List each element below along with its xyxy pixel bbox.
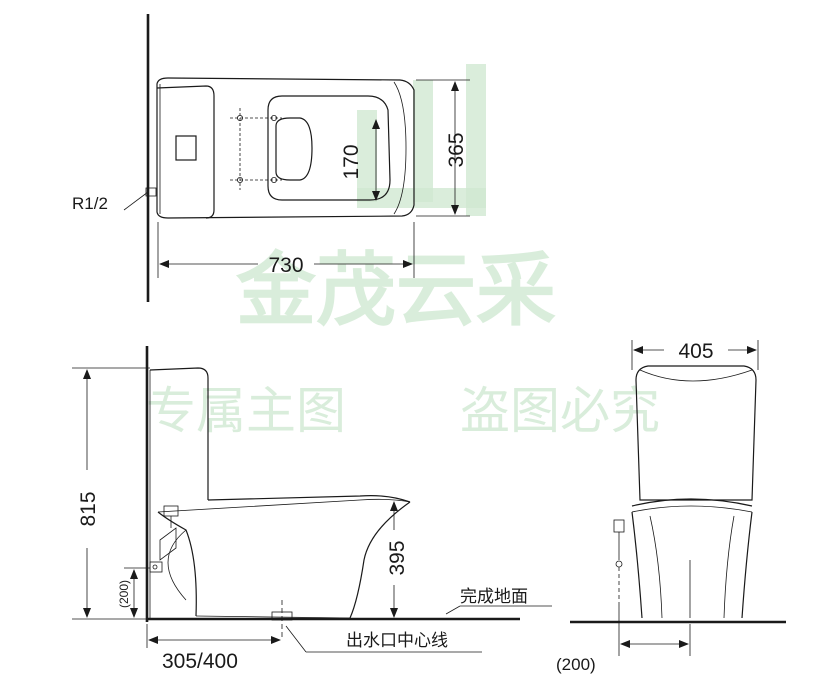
floor-label: 完成地面: [460, 587, 528, 606]
top-bowl-opening: [275, 117, 313, 181]
water-inlet-fitting: [145, 187, 157, 197]
width-dimension-label: 730: [268, 254, 303, 277]
front-view: 405 (200): [556, 340, 786, 674]
depth-dimension-label: 365: [445, 132, 468, 167]
side-body-front: [157, 511, 197, 617]
outlet-distance-label: 305/400: [162, 650, 238, 673]
front-inlet-valve: [613, 519, 625, 533]
front-offset-label: (200): [556, 655, 596, 674]
seat-height-label: 395: [386, 540, 409, 575]
watermark-line1: 专属主图: [146, 382, 346, 440]
inlet-height-label: (200): [117, 580, 131, 608]
pipe-size-label: R1/2: [72, 194, 108, 213]
watermark: 金茂云采 专属主图 盗图必究: [146, 64, 660, 440]
front-body-right: [741, 511, 753, 619]
flush-button-icon: [175, 135, 197, 161]
outlet-label: 出水口中心线: [346, 631, 448, 650]
side-body-back: [349, 501, 411, 619]
front-tank-outline: [635, 365, 757, 501]
height-dimension-label: 815: [77, 491, 100, 526]
side-tank-outline: [149, 367, 209, 500]
watermark-brand: 金茂云采: [235, 244, 556, 337]
top-tank-outline: [156, 85, 215, 219]
side-view: 815 (200) 395 完成地面 出水口中心线 305/400: [72, 346, 552, 673]
bowl-dimension-label: 170: [340, 144, 363, 179]
watermark-line2: 盗图必究: [460, 382, 660, 440]
front-body-left: [631, 511, 643, 619]
brand-logo-icon: [357, 64, 486, 216]
front-width-label: 405: [678, 340, 713, 363]
top-view: R1/2 170 365 730: [72, 14, 470, 302]
top-body-outline: [156, 77, 415, 219]
top-seat-lid: [267, 95, 391, 201]
